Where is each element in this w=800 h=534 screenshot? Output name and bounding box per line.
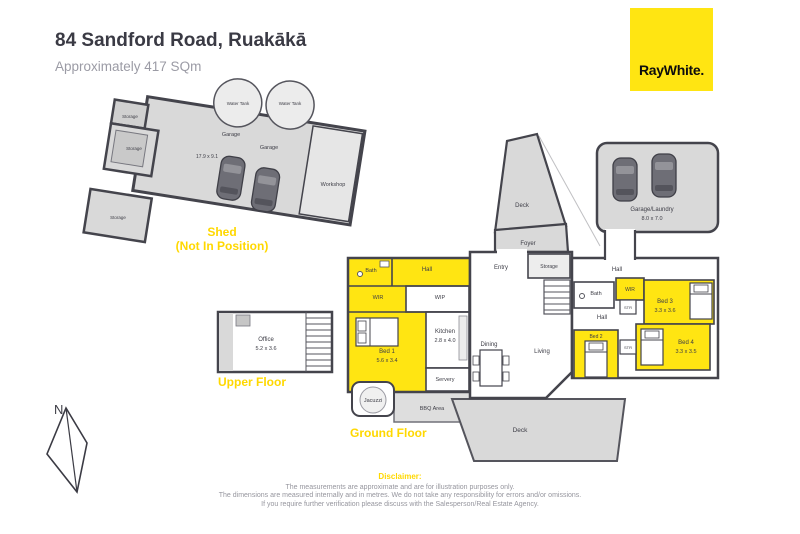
hall-corridor: [605, 229, 635, 261]
bed-icon: [355, 317, 399, 347]
bed-icon: [584, 340, 608, 378]
garage-laundry-dims-label: 8.0 x 7.0: [641, 216, 662, 222]
property-area-subtitle: Approximately 417 SQm: [55, 59, 202, 74]
shed-plan: Water Tank Water Tank Storage Storage St…: [82, 78, 367, 253]
bbq-area-label: BBQ Area: [420, 406, 445, 412]
car-icon: [651, 153, 677, 198]
str-label: STR: [624, 345, 632, 350]
stairs-icon: [543, 279, 571, 315]
garage-dims-label: 17.9 x 9.1: [196, 154, 218, 160]
bed4-dims-label: 3.3 x 3.5: [675, 349, 696, 355]
str-closet: [619, 339, 637, 355]
kitchen-dims-label: 2.8 x 4.0: [434, 338, 455, 344]
upper-floor-title: Upper Floor: [218, 375, 286, 389]
garage-label: Garage: [260, 145, 278, 151]
kitchen-counter: [458, 315, 468, 361]
header: 84 Sandford Road, Ruakākā Approximately …: [55, 30, 306, 74]
bed1-dims-label: 5.6 x 3.4: [376, 358, 397, 364]
deck-label: Deck: [515, 203, 530, 209]
bed3-label: Bed 3: [657, 299, 673, 305]
water-tank-label: Water Tank: [279, 101, 302, 106]
raywhite-logo-text: RayWhite.: [639, 62, 704, 78]
deck-top: [493, 132, 568, 234]
wir-label: WIR: [373, 295, 384, 301]
jacuzzi-icon: [351, 381, 395, 417]
jacuzzi-label: Jacuzzi: [364, 398, 382, 404]
upper-floor-plan: Office 5.2 x 3.6 Upper Floor: [216, 310, 334, 389]
foyer: [493, 222, 570, 254]
servery-label: Servery: [436, 377, 455, 383]
storage-room-bottom: [82, 187, 154, 244]
bed-icon: [689, 282, 713, 320]
bed3-dims-label: 3.3 x 3.6: [654, 308, 675, 314]
bed2-room: [573, 329, 619, 379]
north-arrow-needle: [65, 407, 78, 493]
shed-title-line2: (Not In Position): [176, 239, 269, 253]
kitchen-label: Kitchen: [435, 329, 455, 335]
workshop-label: Workshop: [321, 182, 346, 188]
bed-icon: [640, 328, 664, 366]
path-line: [538, 135, 601, 247]
disclaimer: Disclaimer: The measurements are approxi…: [0, 472, 800, 509]
toilet-icon: [357, 271, 363, 277]
garage-label: Garage: [222, 132, 240, 138]
bed2-label: Bed 2: [589, 334, 602, 340]
hall-label: Hall: [612, 267, 622, 273]
water-tank-icon: [213, 78, 263, 128]
entry-opening: [497, 249, 527, 254]
property-address-title: 84 Sandford Road, Ruakākā: [55, 30, 307, 51]
foyer-label: Foyer: [520, 241, 535, 247]
hall-label: Hall: [422, 267, 432, 273]
living-label: Living: [534, 349, 550, 355]
disclaimer-line-2: The dimensions are measured internally a…: [218, 492, 582, 500]
vanity-icon: [379, 260, 390, 268]
raywhite-logo: RayWhite.: [630, 8, 713, 91]
storage-label: Storage: [122, 114, 138, 119]
north-arrow: N: [46, 402, 88, 494]
storage-shelf: [110, 129, 149, 168]
storage-room: [527, 253, 571, 279]
office-label: Office: [258, 337, 274, 343]
dining-label: Dining: [480, 342, 497, 348]
hall-label: Hall: [597, 315, 607, 321]
bed1-label: Bed 1: [379, 349, 395, 355]
water-tank-label: Water Tank: [227, 101, 250, 106]
north-label: N: [54, 402, 63, 417]
bed4-label: Bed 4: [678, 340, 694, 346]
workshop-room: [298, 125, 364, 223]
storage-label: Storage: [540, 264, 558, 270]
office-dims-label: 5.2 x 3.6: [255, 346, 276, 352]
dining-table-icon: [472, 349, 510, 387]
toilet-icon: [579, 293, 585, 299]
disclaimer-line-1: The measurements are approximate and are…: [285, 484, 515, 491]
storage-label: Storage: [126, 146, 142, 151]
deck-label: Deck: [513, 427, 529, 434]
entry-label: Entry: [494, 265, 508, 271]
str-closet: [619, 299, 637, 315]
car-icon: [612, 157, 638, 202]
storage-label: Storage: [110, 215, 126, 220]
deck-bottom: [450, 398, 627, 462]
shed-structure: [82, 78, 367, 244]
wip-label: WIP: [435, 295, 446, 301]
disclaimer-line-3: If you require further verification plea…: [261, 500, 539, 508]
upper-floor-landing: [219, 313, 233, 371]
garage-laundry-label: Garage/Laundry: [630, 207, 673, 213]
disclaimer-title: Disclaimer:: [378, 472, 422, 481]
str-label: STR: [624, 305, 632, 310]
water-tank-icon: [265, 80, 315, 130]
bath-label: Bath: [590, 291, 601, 297]
shed-title-line1: Shed: [207, 225, 236, 239]
stairs-icon: [305, 312, 331, 372]
wir-label: WIR: [625, 287, 635, 293]
bath-label: Bath: [365, 268, 376, 274]
ground-floor-title: Ground Floor: [350, 426, 427, 440]
desk-icon: [235, 314, 251, 327]
ground-floor-plan: Deck Foyer Garage/Laundry 8.0 x 7.0 Entr…: [346, 132, 720, 462]
